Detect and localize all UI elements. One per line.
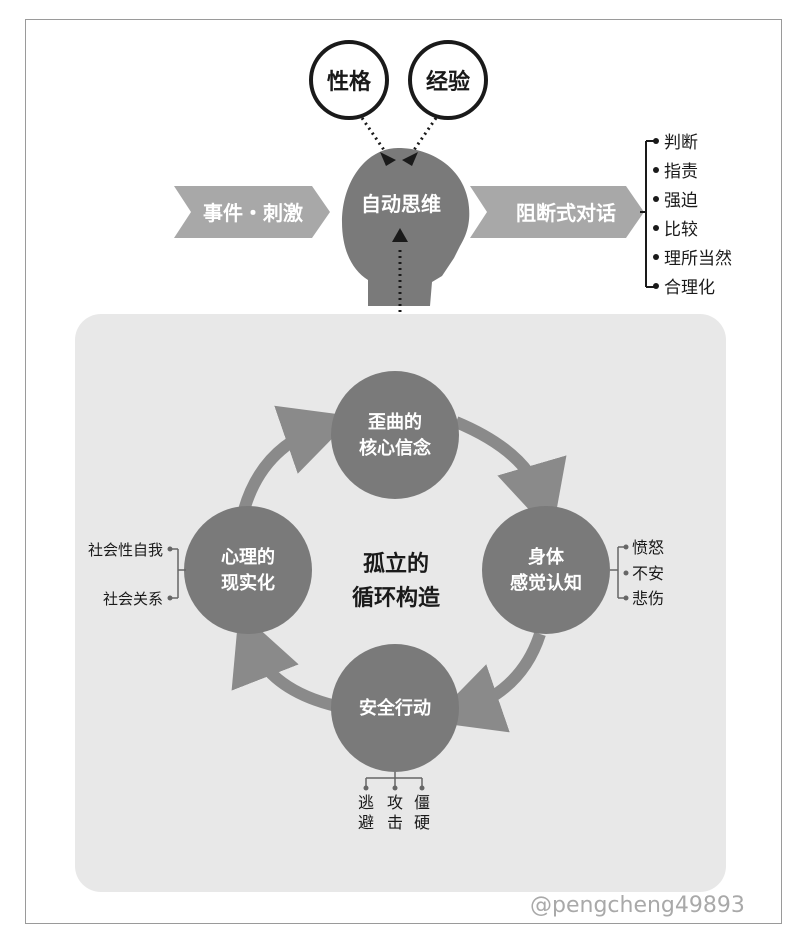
psych-label-line1: 心理的 — [221, 546, 275, 568]
judgment-list-bracket — [640, 138, 659, 289]
judgment-item: 判断 — [664, 133, 698, 153]
core-belief-node — [331, 371, 459, 499]
personality-connector — [360, 117, 386, 151]
event-label: 事件・刺激 — [203, 201, 303, 225]
experience-label: 经验 — [426, 69, 470, 95]
personality-circle — [309, 40, 389, 120]
personality-label: 性格 — [327, 69, 372, 95]
diagram-frame — [25, 19, 782, 924]
judgment-item: 理所当然 — [664, 249, 732, 269]
judgment-talk-label: 阻断式对话 — [516, 201, 616, 225]
experience-arrowhead — [402, 152, 418, 166]
judgment-item: 强迫 — [664, 191, 698, 211]
safety-node — [331, 644, 459, 772]
body-node — [482, 506, 610, 634]
personality-arrowhead — [380, 152, 396, 166]
center-title-line1: 孤立的 — [363, 551, 429, 577]
auto-thought-label: 自动思维 — [361, 192, 441, 216]
safety-label: 安全行动 — [359, 697, 431, 719]
emotions-bracket — [610, 544, 629, 601]
experience-connector — [412, 117, 438, 151]
event-arrow-band — [174, 186, 330, 238]
action-char: 攻 — [387, 793, 403, 812]
actions-bracket — [363, 772, 425, 791]
judgment-item: 比较 — [664, 220, 698, 240]
head-silhouette — [342, 148, 470, 306]
talk-arrow-band — [470, 186, 644, 238]
emotion-item: 不安 — [632, 564, 664, 583]
watermark: @pengcheng49893 — [530, 893, 745, 918]
arc-psych-to-core — [238, 405, 355, 512]
arc-core-to-body — [453, 416, 567, 535]
social-item: 社会性自我 — [88, 541, 163, 559]
head-up-arrowhead — [392, 228, 408, 242]
action-char: 击 — [387, 813, 403, 832]
emotion-item: 愤怒 — [632, 538, 664, 557]
action-char: 硬 — [414, 813, 430, 832]
experience-circle — [408, 40, 488, 120]
judgment-item: 指责 — [664, 162, 698, 182]
judgment-item: 合理化 — [664, 278, 715, 298]
body-label-line2: 感觉认知 — [510, 572, 582, 594]
arc-body-to-safety — [429, 632, 546, 733]
arc-safety-to-psych — [231, 610, 338, 712]
body-label-line1: 身体 — [528, 546, 565, 568]
core-belief-label-line2: 核心信念 — [359, 437, 431, 459]
core-belief-label-line1: 歪曲的 — [368, 411, 422, 433]
center-title-line2: 循环构造 — [352, 585, 440, 611]
action-char: 避 — [358, 813, 374, 832]
emotion-item: 悲伤 — [632, 589, 664, 608]
psych-label-line2: 现实化 — [221, 572, 275, 594]
social-bracket — [167, 546, 186, 601]
action-char: 僵 — [414, 793, 430, 812]
social-item: 社会关系 — [103, 590, 163, 608]
psych-node — [184, 506, 312, 634]
action-char: 逃 — [358, 793, 374, 812]
